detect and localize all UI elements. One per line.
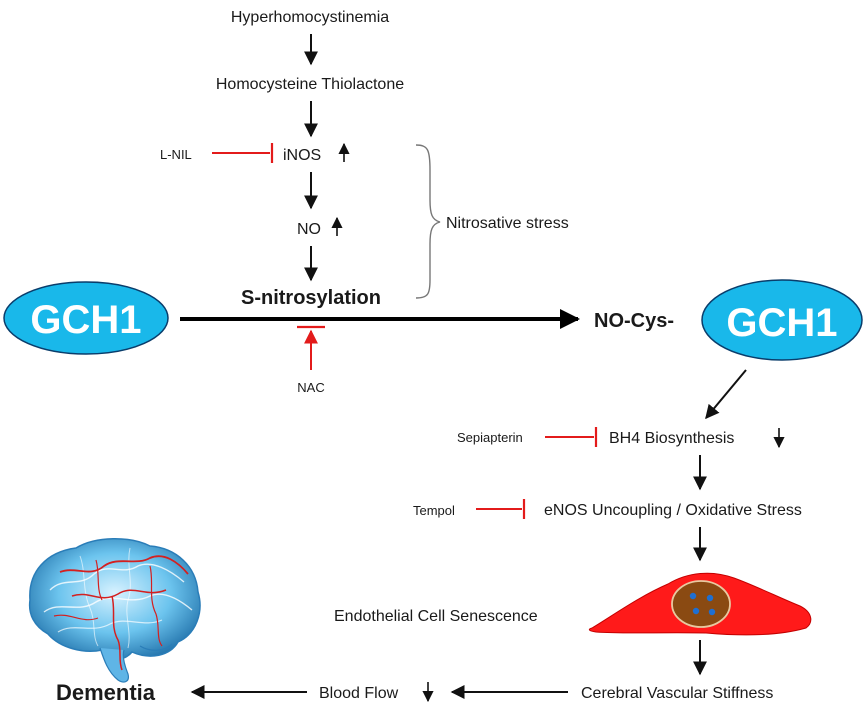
node-stiffness: Cerebral Vascular Stiffness: [581, 685, 773, 702]
inhibitor-sepiapterin: Sepiapterin: [457, 430, 523, 445]
endothelial-cell-image: [588, 572, 812, 636]
node-snitrosylation: S-nitrosylation: [241, 287, 381, 309]
node-no: NO: [297, 221, 321, 238]
node-enos: eNOS Uncoupling / Oxidative Stress: [544, 502, 802, 519]
brace-label: Nitrosative stress: [446, 215, 569, 232]
inhibitor-tempol: Tempol: [413, 503, 455, 518]
gch1-left-label: GCH1: [30, 298, 141, 342]
brain-image: [28, 538, 201, 683]
inhibitor-nac: NAC: [297, 380, 324, 395]
nitrosative-stress-brace: [415, 144, 441, 299]
gch1-left-ellipse: [3, 281, 169, 355]
node-senescence: Endothelial Cell Senescence: [334, 608, 538, 625]
node-bloodflow: Blood Flow: [319, 685, 399, 702]
node-dementia: Dementia: [56, 680, 156, 705]
node-nocys: NO-Cys-: [594, 310, 674, 332]
node-bh4: BH4 Biosynthesis: [609, 430, 734, 447]
node-inos: iNOS: [283, 147, 321, 164]
arrow-gch1-to-bh4: [705, 369, 747, 420]
inhibitor-lnil: L-NIL: [160, 147, 192, 162]
gch1-right-label: GCH1: [726, 301, 837, 345]
node-hyperhomocystinemia: Hyperhomocystinemia: [231, 9, 389, 26]
node-thiolactone: Homocysteine Thiolactone: [216, 76, 404, 93]
gch1-right-ellipse: [701, 279, 863, 361]
